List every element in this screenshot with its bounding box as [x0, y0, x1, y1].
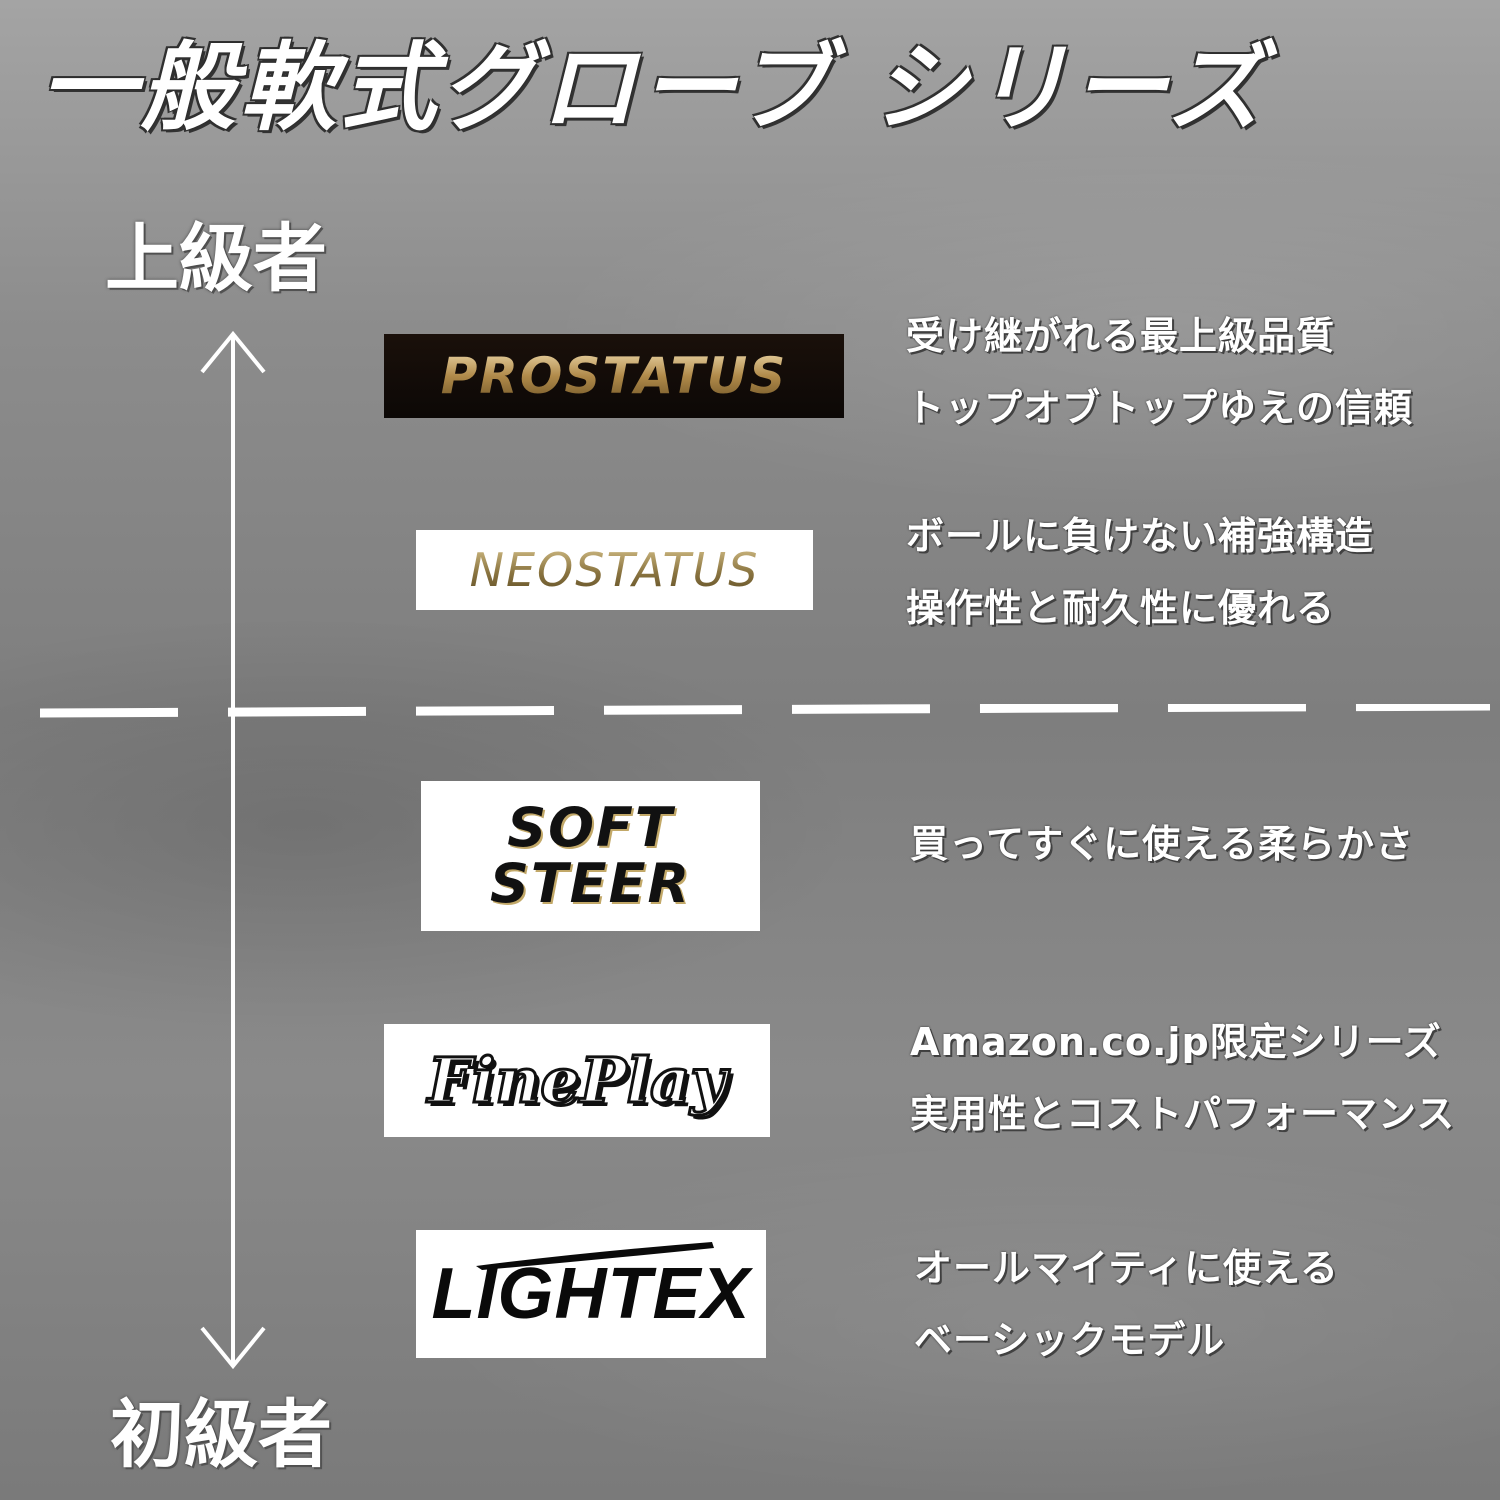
- softsteer-logo: SOFT STEER: [421, 781, 760, 931]
- description-line: ベーシックモデル: [914, 1318, 1226, 1362]
- description-line: Amazon.co.jp限定シリーズ: [910, 1020, 1442, 1064]
- softsteer-logo-line2: STEER: [489, 852, 692, 915]
- neostatus-description: ボールに負けない補強構造 操作性と耐久性に優れる: [906, 500, 1374, 644]
- lightex-description: オールマイティに使える ベーシックモデル: [914, 1232, 1339, 1376]
- description-line: 実用性とコストパフォーマンス: [910, 1092, 1456, 1136]
- fineplay-logo: FinePlay: [384, 1024, 770, 1137]
- prostatus-description: 受け継がれる最上級品質 トップオブトップゆえの信頼: [906, 300, 1413, 444]
- description-line: ボールに負けない補強構造: [906, 514, 1375, 558]
- softsteer-description: 買ってすぐに使える柔らかさ: [910, 808, 1414, 880]
- tier-divider: [40, 704, 1490, 718]
- description-line: 受け継がれる最上級品質: [906, 314, 1336, 358]
- page-title: 一般軟式グローブ シリーズ: [40, 32, 1267, 144]
- fineplay-logo-text: FinePlay: [426, 1043, 727, 1119]
- prostatus-logo: PROSTATUS: [384, 334, 844, 418]
- prostatus-logo-text: PROSTATUS: [440, 347, 788, 405]
- level-label-advanced: 上級者: [105, 216, 327, 302]
- description-line: 買ってすぐに使える柔らかさ: [910, 822, 1414, 866]
- fineplay-description: Amazon.co.jp限定シリーズ 実用性とコストパフォーマンス: [910, 1006, 1455, 1150]
- level-label-beginner: 初級者: [110, 1392, 332, 1478]
- neostatus-logo: NEOSTATUS: [416, 530, 813, 610]
- swoosh-icon: [476, 1242, 714, 1270]
- description-line: 操作性と耐久性に優れる: [906, 586, 1336, 630]
- description-line: トップオブトップゆえの信頼: [906, 386, 1414, 430]
- lightex-logo: LIGHTEX: [416, 1230, 766, 1358]
- softsteer-logo-line1: SOFT: [507, 796, 674, 859]
- description-line: オールマイティに使える: [914, 1246, 1339, 1290]
- neostatus-logo-text: NEOSTATUS: [469, 543, 760, 597]
